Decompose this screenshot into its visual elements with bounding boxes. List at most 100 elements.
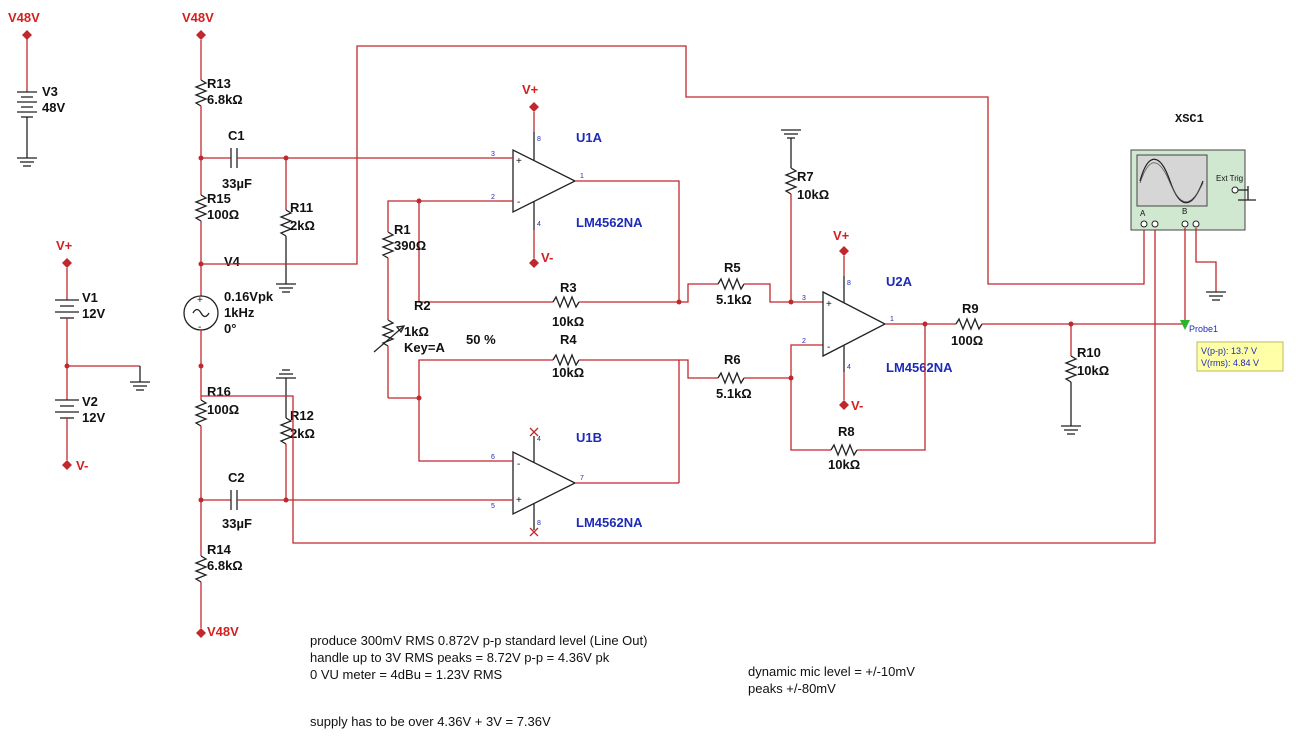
ch-a-plus-terminal[interactable] <box>1140 220 1148 228</box>
r8-name: R8 <box>838 424 855 439</box>
r9-name: R9 <box>962 301 979 316</box>
r14-name: R14 <box>207 542 232 557</box>
u1b-pin-8: 8 <box>537 520 541 527</box>
ch-b-minus-terminal[interactable] <box>1192 220 1200 228</box>
svg-text:-: - <box>517 197 520 208</box>
note-line-3: 0 VU meter = 4dBu = 1.23V RMS <box>310 667 503 682</box>
svg-text:+: + <box>516 495 522 506</box>
u1a-part: LM4562NA <box>576 215 643 230</box>
svg-text:+: + <box>826 299 832 310</box>
r11-value: 2kΩ <box>290 218 315 233</box>
r6-value: 5.1kΩ <box>716 386 752 401</box>
c1-value: 33µF <box>222 176 252 191</box>
r3-name: R3 <box>560 280 577 295</box>
r4-name: R4 <box>560 332 577 347</box>
r13-symbol <box>194 79 208 107</box>
r10-name: R10 <box>1077 345 1101 360</box>
r1-value: 390Ω <box>394 238 426 253</box>
split-supply <box>55 258 150 470</box>
r14-symbol <box>194 555 208 583</box>
r10-value: 10kΩ <box>1077 363 1109 378</box>
u2a-name: U2A <box>886 274 913 289</box>
vplus-left-label: V+ <box>56 238 73 253</box>
r12-value: 2kΩ <box>290 426 315 441</box>
r16-name: R16 <box>207 384 231 399</box>
svg-text:+: + <box>197 295 203 306</box>
note-line-4: supply has to be over 4.36V + 3V = 7.36V <box>310 714 551 729</box>
u2a-pin-1: 1 <box>890 316 894 323</box>
oscilloscope[interactable]: Ext Trig A B <box>1130 149 1256 231</box>
u2a-pin-4: 4 <box>847 364 851 371</box>
r7-symbol <box>784 167 798 195</box>
u1b-pin-5: 5 <box>491 503 495 510</box>
probe-readout-box <box>1196 341 1284 372</box>
r1-symbol <box>381 231 395 259</box>
svg-text:+: + <box>516 156 522 167</box>
v2-name: V2 <box>82 394 98 409</box>
r2-setting: 50 % <box>466 332 496 347</box>
r13-name: R13 <box>207 76 231 91</box>
v48-bottom-label: V48V <box>207 624 239 639</box>
probe-icon[interactable] <box>1180 320 1190 330</box>
u2a-vminus-label: V- <box>851 398 863 413</box>
r9-symbol <box>955 317 983 331</box>
probe-vrms: V(rms): 4.84 V <box>1201 358 1259 368</box>
r3-value: 10kΩ <box>552 314 584 329</box>
note-line-2: handle up to 3V RMS peaks = 8.72V p-p = … <box>310 650 610 665</box>
u1a-vplus-label: V+ <box>522 82 539 97</box>
scope-ext-trig: Ext Trig <box>1216 174 1243 183</box>
note-mic-1: dynamic mic level = +/-10mV <box>748 664 915 679</box>
r9-value: 100Ω <box>951 333 983 348</box>
c2-name: C2 <box>228 470 245 485</box>
v4-amplitude: 0.16Vpk <box>224 289 274 304</box>
r2-name: R2 <box>414 298 431 313</box>
r5-value: 5.1kΩ <box>716 292 752 307</box>
note-line-1: produce 300mV RMS 0.872V p-p standard le… <box>310 633 647 648</box>
ext-trig-terminal[interactable] <box>1231 186 1239 194</box>
u1b-part: LM4562NA <box>576 515 643 530</box>
r3-symbol <box>552 295 580 309</box>
r16-symbol <box>194 399 208 427</box>
r14-value: 6.8kΩ <box>207 558 243 573</box>
ch-a-minus-terminal[interactable] <box>1151 220 1159 228</box>
u1a-pin-1: 1 <box>580 173 584 180</box>
r1-name: R1 <box>394 222 411 237</box>
u2a-part: LM4562NA <box>886 360 953 375</box>
svg-text:-: - <box>827 342 830 353</box>
v4-name: V4 <box>224 254 241 269</box>
r15-value: 100Ω <box>207 207 239 222</box>
r2-value: 1kΩ <box>404 324 429 339</box>
r8-symbol <box>830 443 858 457</box>
u1b-pin-6: 6 <box>491 454 495 461</box>
u1a-opamp: + - <box>512 132 577 230</box>
probe-name: Probe1 <box>1189 324 1218 334</box>
c2-value: 33µF <box>222 516 252 531</box>
ch-b-plus-terminal[interactable] <box>1181 220 1189 228</box>
v2-value: 12V <box>82 410 105 425</box>
v3-name: V3 <box>42 84 58 99</box>
v48-top-label: V48V <box>182 10 214 25</box>
svg-text:-: - <box>517 459 520 470</box>
u1a-pin-4: 4 <box>537 221 541 228</box>
scope-ch-b: B <box>1182 207 1187 216</box>
u1a-pin-3: 3 <box>491 151 495 158</box>
r13-value: 6.8kΩ <box>207 92 243 107</box>
r15-name: R15 <box>207 191 231 206</box>
v4-frequency: 1kHz <box>224 305 255 320</box>
u2a-pin-2: 2 <box>802 338 806 345</box>
r6-name: R6 <box>724 352 741 367</box>
v3-battery <box>17 30 37 167</box>
scope-ch-a: A <box>1140 209 1146 218</box>
vminus-left-label: V- <box>76 458 88 473</box>
v3-rail-label: V48V <box>8 10 40 25</box>
r7-value: 10kΩ <box>797 187 829 202</box>
r16-value: 100Ω <box>207 402 239 417</box>
u2a-opamp: + - <box>822 276 887 372</box>
scope-screen <box>1136 154 1208 207</box>
r7-name: R7 <box>797 169 814 184</box>
scope-waveform <box>1139 158 1204 204</box>
v4-phase: 0° <box>224 321 236 336</box>
scope-name: XSC1 <box>1175 112 1204 126</box>
r12-symbol <box>279 417 293 445</box>
